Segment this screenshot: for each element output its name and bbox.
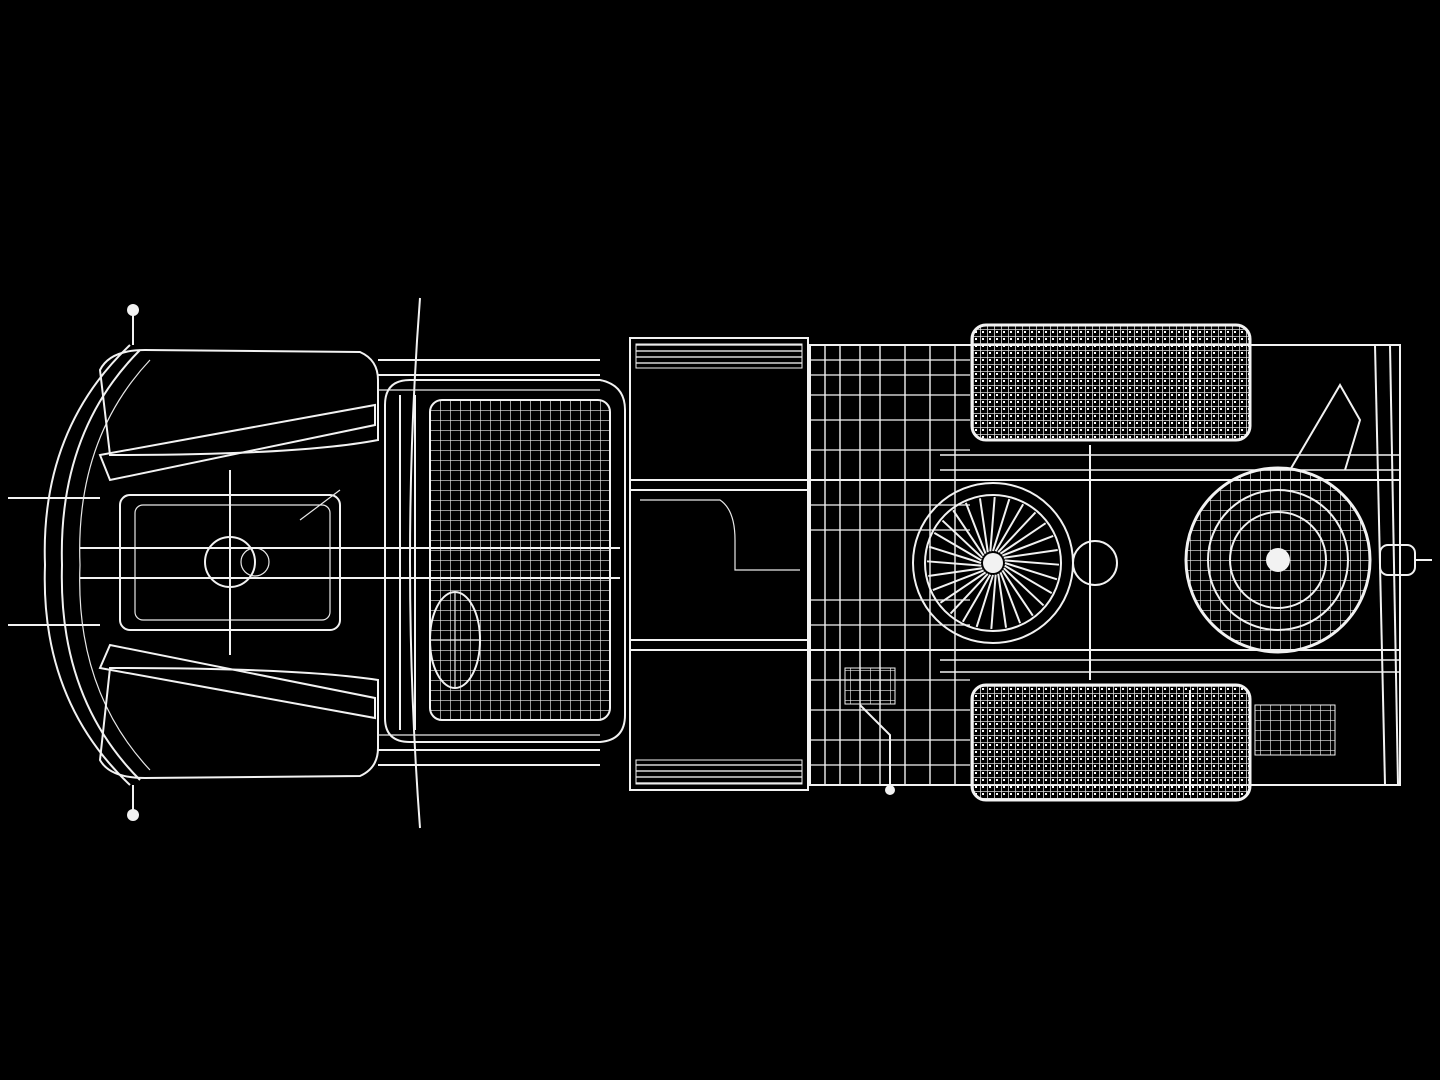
cab xyxy=(384,379,626,743)
spare-wheel xyxy=(1184,383,1432,756)
rear-wheel-bottom xyxy=(970,683,1252,802)
front-bumper xyxy=(8,304,151,821)
engine-frame xyxy=(80,403,620,720)
differential-gear xyxy=(912,445,1118,680)
rear-bracket xyxy=(844,344,1399,795)
rear-wheel-top xyxy=(970,323,1252,442)
center-frame xyxy=(629,337,809,791)
front-fender-left xyxy=(98,348,379,457)
front-axle xyxy=(378,297,600,829)
front-fender-right xyxy=(98,666,379,780)
